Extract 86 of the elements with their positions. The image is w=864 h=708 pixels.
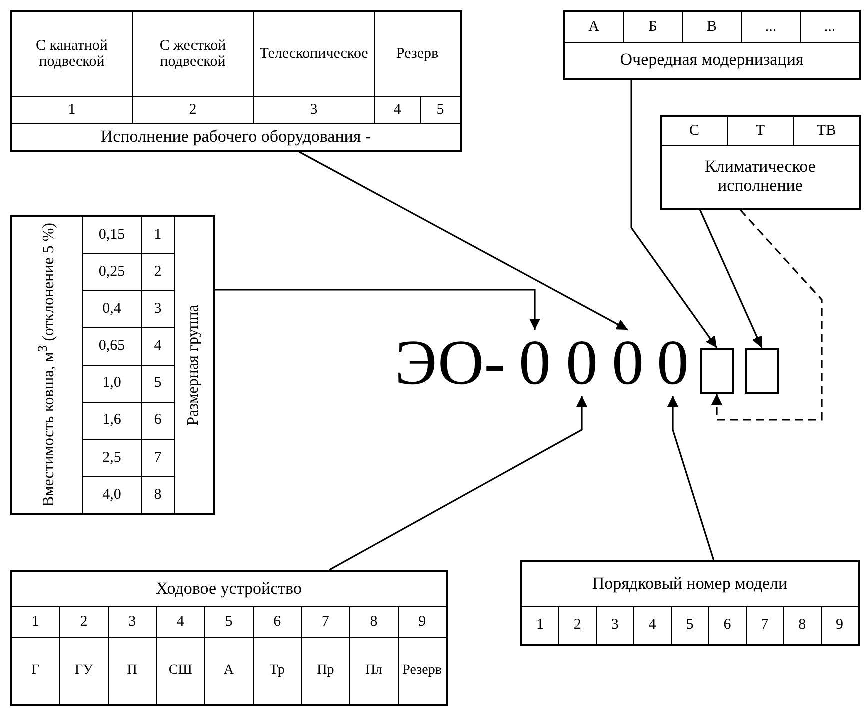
- code-slot: [745, 348, 779, 394]
- option-label: 1,0: [83, 366, 141, 402]
- column-number: 4: [375, 97, 420, 123]
- column-number: 9: [398, 607, 446, 637]
- column-number: 7: [302, 607, 350, 637]
- arrow: [215, 289, 541, 330]
- code-letter: СШ: [156, 638, 204, 704]
- column-number: 5: [672, 607, 708, 644]
- code-letter: ТВ: [794, 117, 859, 145]
- code-slot: [700, 348, 734, 394]
- column-number: 1: [522, 607, 558, 644]
- column-number: 3: [254, 97, 374, 123]
- code-letter: Г: [12, 638, 60, 704]
- classification-table: [520, 560, 860, 646]
- code-letter: Т: [728, 117, 793, 145]
- column-number: 7: [746, 607, 784, 644]
- column-number: 2: [559, 607, 596, 644]
- column-number: 2: [133, 97, 253, 123]
- option-label: 0,25: [83, 254, 141, 290]
- column-number: 4: [156, 607, 204, 637]
- column-number: 5: [421, 97, 460, 123]
- column-number: 5: [205, 607, 253, 637]
- column-number: 3: [108, 607, 156, 637]
- table-title: Климатическое исполнение: [662, 146, 859, 208]
- arrow: [298, 151, 628, 331]
- code-digit: 0: [651, 330, 695, 396]
- table-title: Очередная модернизация: [565, 43, 859, 78]
- code-letter: П: [108, 638, 156, 704]
- option-label: 4,0: [83, 476, 141, 513]
- arrow: [667, 396, 715, 560]
- table-title: Исполнение рабочего оборудования -: [12, 124, 460, 150]
- code-letter: ...: [742, 12, 800, 42]
- table-title: Размерная группа: [175, 217, 213, 513]
- option-label: Телескопическое: [254, 12, 374, 96]
- column-number: 4: [142, 328, 174, 364]
- code-letter: Б: [624, 12, 682, 42]
- option-label: 0,65: [83, 328, 141, 364]
- arrow: [329, 396, 588, 571]
- table-title: Порядковый номер модели: [522, 562, 858, 606]
- column-number: 9: [822, 607, 858, 644]
- code-letter: С: [662, 117, 727, 145]
- arrow: [630, 80, 718, 348]
- column-number: 3: [142, 291, 174, 328]
- column-number: 2: [60, 607, 108, 637]
- column-number: 3: [596, 607, 634, 644]
- code-letter: Резерв: [398, 638, 446, 704]
- column-number: 5: [142, 366, 174, 402]
- column-number: 1: [12, 607, 60, 637]
- code-digit: 0: [513, 330, 557, 396]
- code-letter: Пр: [302, 638, 350, 704]
- code-letter: Пл: [350, 638, 398, 704]
- column-number: 7: [142, 440, 174, 476]
- classification-table: [10, 570, 448, 706]
- code-letter: А: [205, 638, 253, 704]
- arrow: [699, 210, 763, 348]
- code-letter: А: [565, 12, 623, 42]
- column-number: 8: [142, 476, 174, 513]
- column-number: 2: [142, 254, 174, 290]
- dashed-arrow: [711, 209, 823, 421]
- option-label: 1,6: [83, 402, 141, 439]
- option-label: С канатной подвеской: [12, 12, 132, 96]
- code-letter: В: [683, 12, 741, 42]
- classification-table: [10, 215, 215, 515]
- column-number: 6: [254, 607, 301, 637]
- column-number: 8: [350, 607, 398, 637]
- column-number: 4: [634, 607, 671, 644]
- classification-table: [563, 10, 861, 80]
- code-letter: Тр: [254, 638, 301, 704]
- classification-table: [10, 10, 462, 152]
- option-label: 0,15: [83, 217, 141, 254]
- table-title: Ходовое устройство: [12, 572, 446, 606]
- column-number: 6: [142, 402, 174, 439]
- column-number: 8: [784, 607, 821, 644]
- column-number: 1: [12, 97, 132, 123]
- classification-table: [660, 115, 861, 210]
- column-number: 1: [142, 217, 174, 254]
- code-digit: 0: [560, 330, 604, 396]
- option-label: С жесткой подвеской: [133, 12, 253, 96]
- option-label: Резерв: [375, 12, 460, 96]
- code-prefix: ЭО-: [395, 330, 506, 396]
- code-letter: ...: [801, 12, 859, 42]
- code-letter: ГУ: [60, 638, 108, 704]
- code-digit: 0: [606, 330, 650, 396]
- option-label: 0,4: [83, 291, 141, 328]
- column-number: 6: [709, 607, 746, 644]
- option-label: 2,5: [83, 440, 141, 476]
